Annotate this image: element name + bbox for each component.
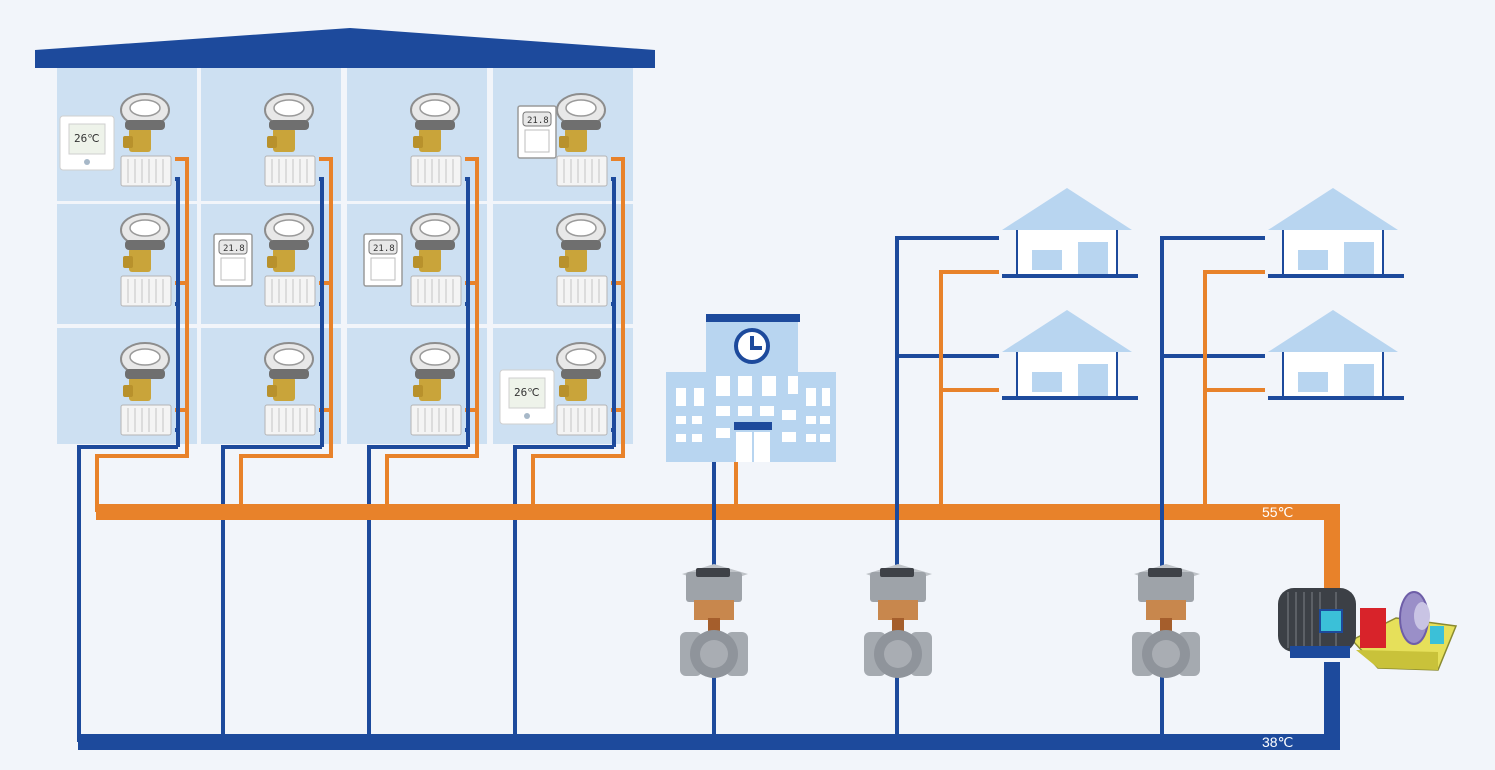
house-icon [1001, 187, 1139, 279]
motorized-ball-valve-icon [1132, 564, 1200, 678]
supply-main-pipe [96, 504, 1340, 590]
room-thermostat-icon [363, 233, 403, 287]
radiator-icon [410, 155, 462, 187]
school-building-icon [666, 314, 836, 462]
riser-return-pipe [221, 177, 324, 742]
house-icon [1267, 187, 1405, 279]
riser-return-pipe [513, 177, 616, 742]
radiator-icon [410, 275, 462, 307]
radiator-icon [556, 404, 608, 436]
building-roof [35, 28, 655, 68]
radiator-icon [120, 155, 172, 187]
radiator-icon [410, 404, 462, 436]
motor-pump-icon [1278, 588, 1458, 671]
room-thermostat-icon [59, 115, 115, 171]
supply-temperature-label: 55℃ [1262, 504, 1293, 520]
radiator-icon [556, 155, 608, 187]
radiator-icon [120, 404, 172, 436]
motorized-ball-valve-icon [680, 564, 748, 678]
houses-2-supply-pipe [1203, 270, 1265, 512]
room-thermostat-icon [499, 369, 555, 425]
clock-icon [734, 328, 770, 364]
pipework [77, 157, 1340, 750]
room-thermostat-icon [517, 105, 557, 159]
riser-return-pipe [367, 177, 470, 742]
room-thermostat-icon [213, 233, 253, 287]
radiator-icon [556, 275, 608, 307]
radiator-icon [264, 155, 316, 187]
apartment-building [35, 28, 655, 444]
house-icon [1267, 309, 1405, 401]
radiator-icon [264, 404, 316, 436]
return-temperature-label: 38℃ [1262, 734, 1293, 750]
houses-1-supply-pipe [939, 270, 999, 512]
riser-return-pipe [77, 177, 180, 742]
radiator-icon [264, 275, 316, 307]
radiator-icon [120, 275, 172, 307]
motorized-ball-valve-icon [864, 564, 932, 678]
return-main-pipe [78, 662, 1340, 750]
house-icon [1001, 309, 1139, 401]
